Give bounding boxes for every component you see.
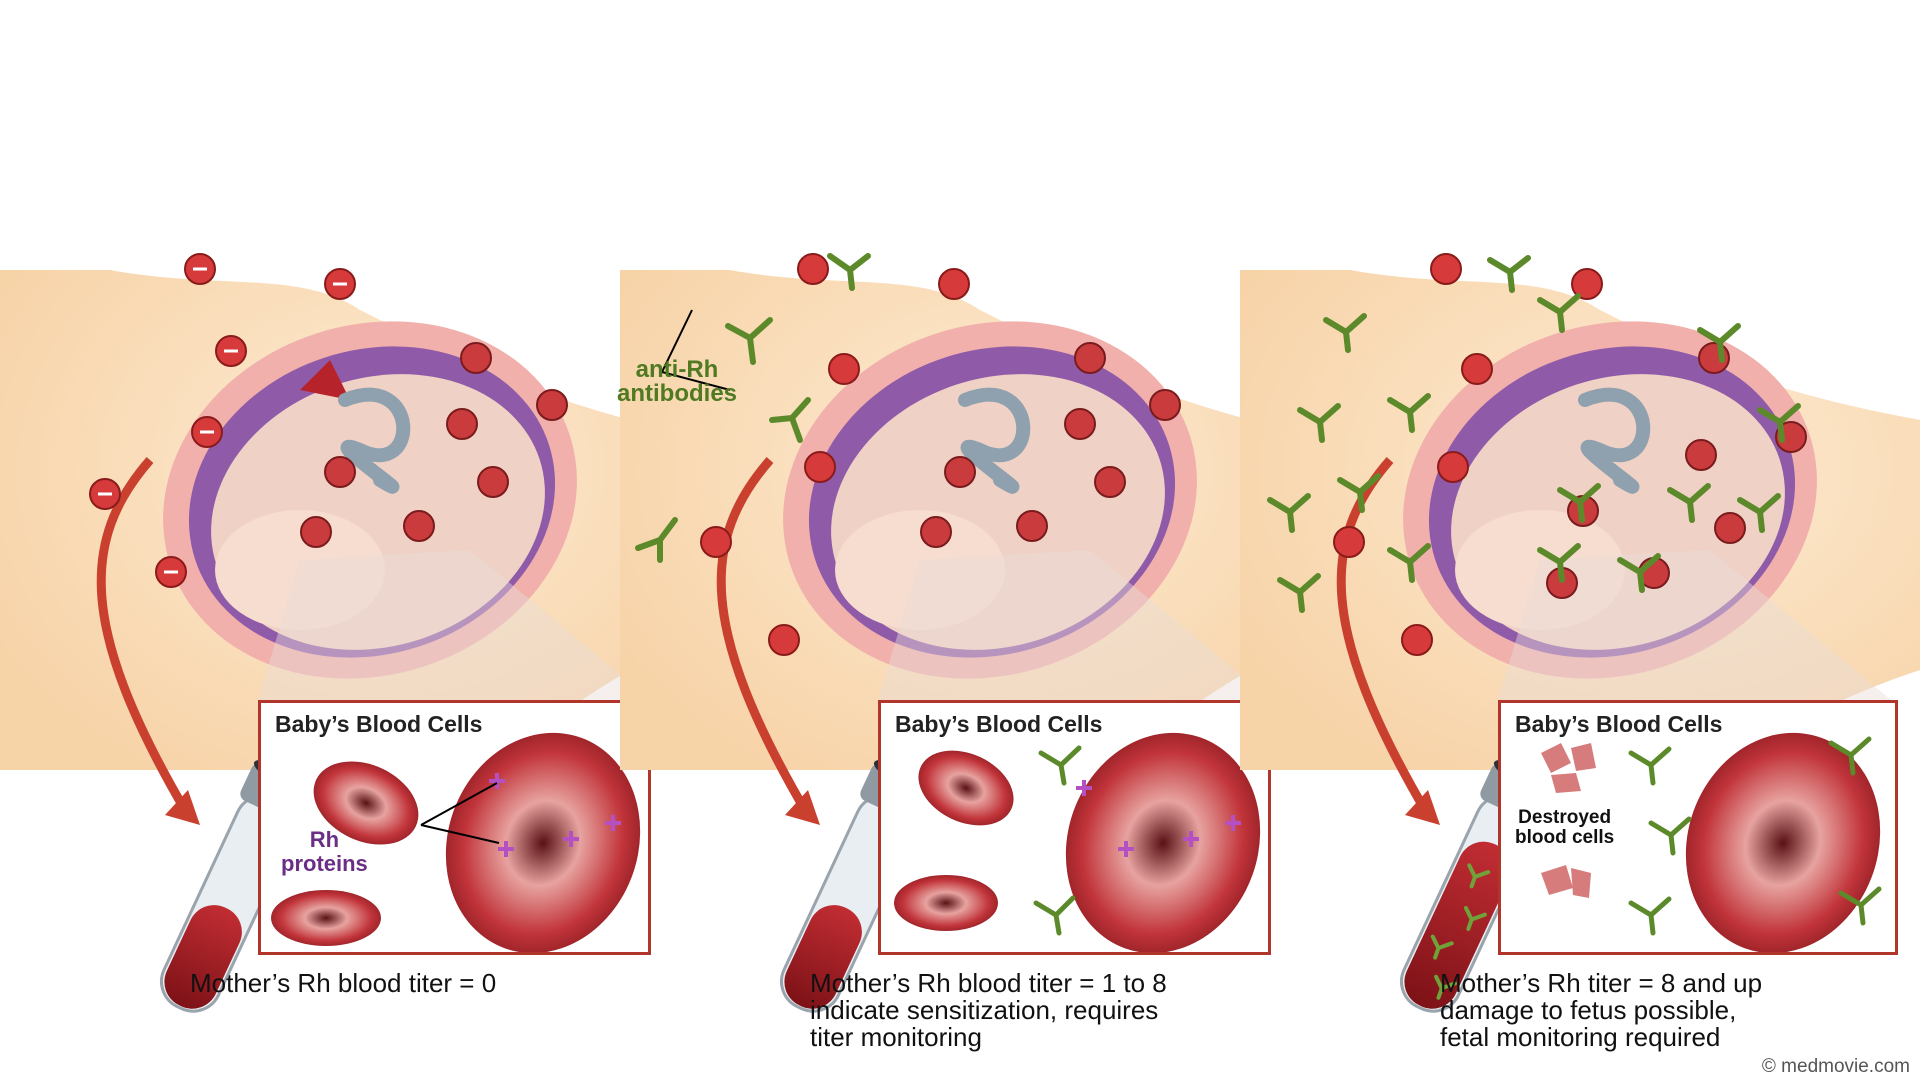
- sample-arrowhead: [785, 790, 820, 825]
- titer-caption: Mother’s Rh blood titer = 1 to 8 indicat…: [810, 970, 1167, 1051]
- sample-arrowhead: [1405, 790, 1440, 825]
- titer-caption: Mother’s Rh titer = 8 and up damage to f…: [1440, 970, 1762, 1051]
- blood-cells-drawing: [881, 703, 1268, 952]
- credit-watermark: © medmovie.com: [1762, 1056, 1910, 1078]
- destroyed-blood-cells-label: Destroyed blood cells: [1515, 808, 1614, 848]
- titer-caption: Mother’s Rh blood titer = 0: [190, 970, 496, 997]
- large-red-blood-cell: [1655, 705, 1895, 952]
- red-blood-cell: [906, 736, 1025, 840]
- red-blood-cell: [894, 875, 998, 931]
- panel-titer-1-to-8: anti-Rh antibodies Baby’s Blood Cells Mo…: [620, 250, 1240, 1080]
- anti-rh-antibodies-label: anti-Rh antibodies: [617, 358, 737, 406]
- inset-baby-blood-cells: Baby’s Blood Cells Rh proteins: [258, 700, 651, 955]
- panel-titer-zero: Baby’s Blood Cells Rh proteins Mother’s …: [0, 250, 620, 1080]
- inset-baby-blood-cells: Baby’s Blood Cells Destroyed blood cells: [1498, 700, 1898, 955]
- inset-baby-blood-cells: Baby’s Blood Cells: [878, 700, 1271, 955]
- pregnancy-illustration: [0, 250, 620, 1080]
- red-blood-cell: [271, 890, 381, 946]
- sample-arrowhead: [165, 790, 200, 825]
- panel-titer-8-and-up: Baby’s Blood Cells Destroyed blood cells…: [1240, 250, 1860, 1080]
- pregnancy-illustration: [1240, 250, 1920, 1080]
- rh-proteins-label: Rh proteins: [281, 828, 368, 876]
